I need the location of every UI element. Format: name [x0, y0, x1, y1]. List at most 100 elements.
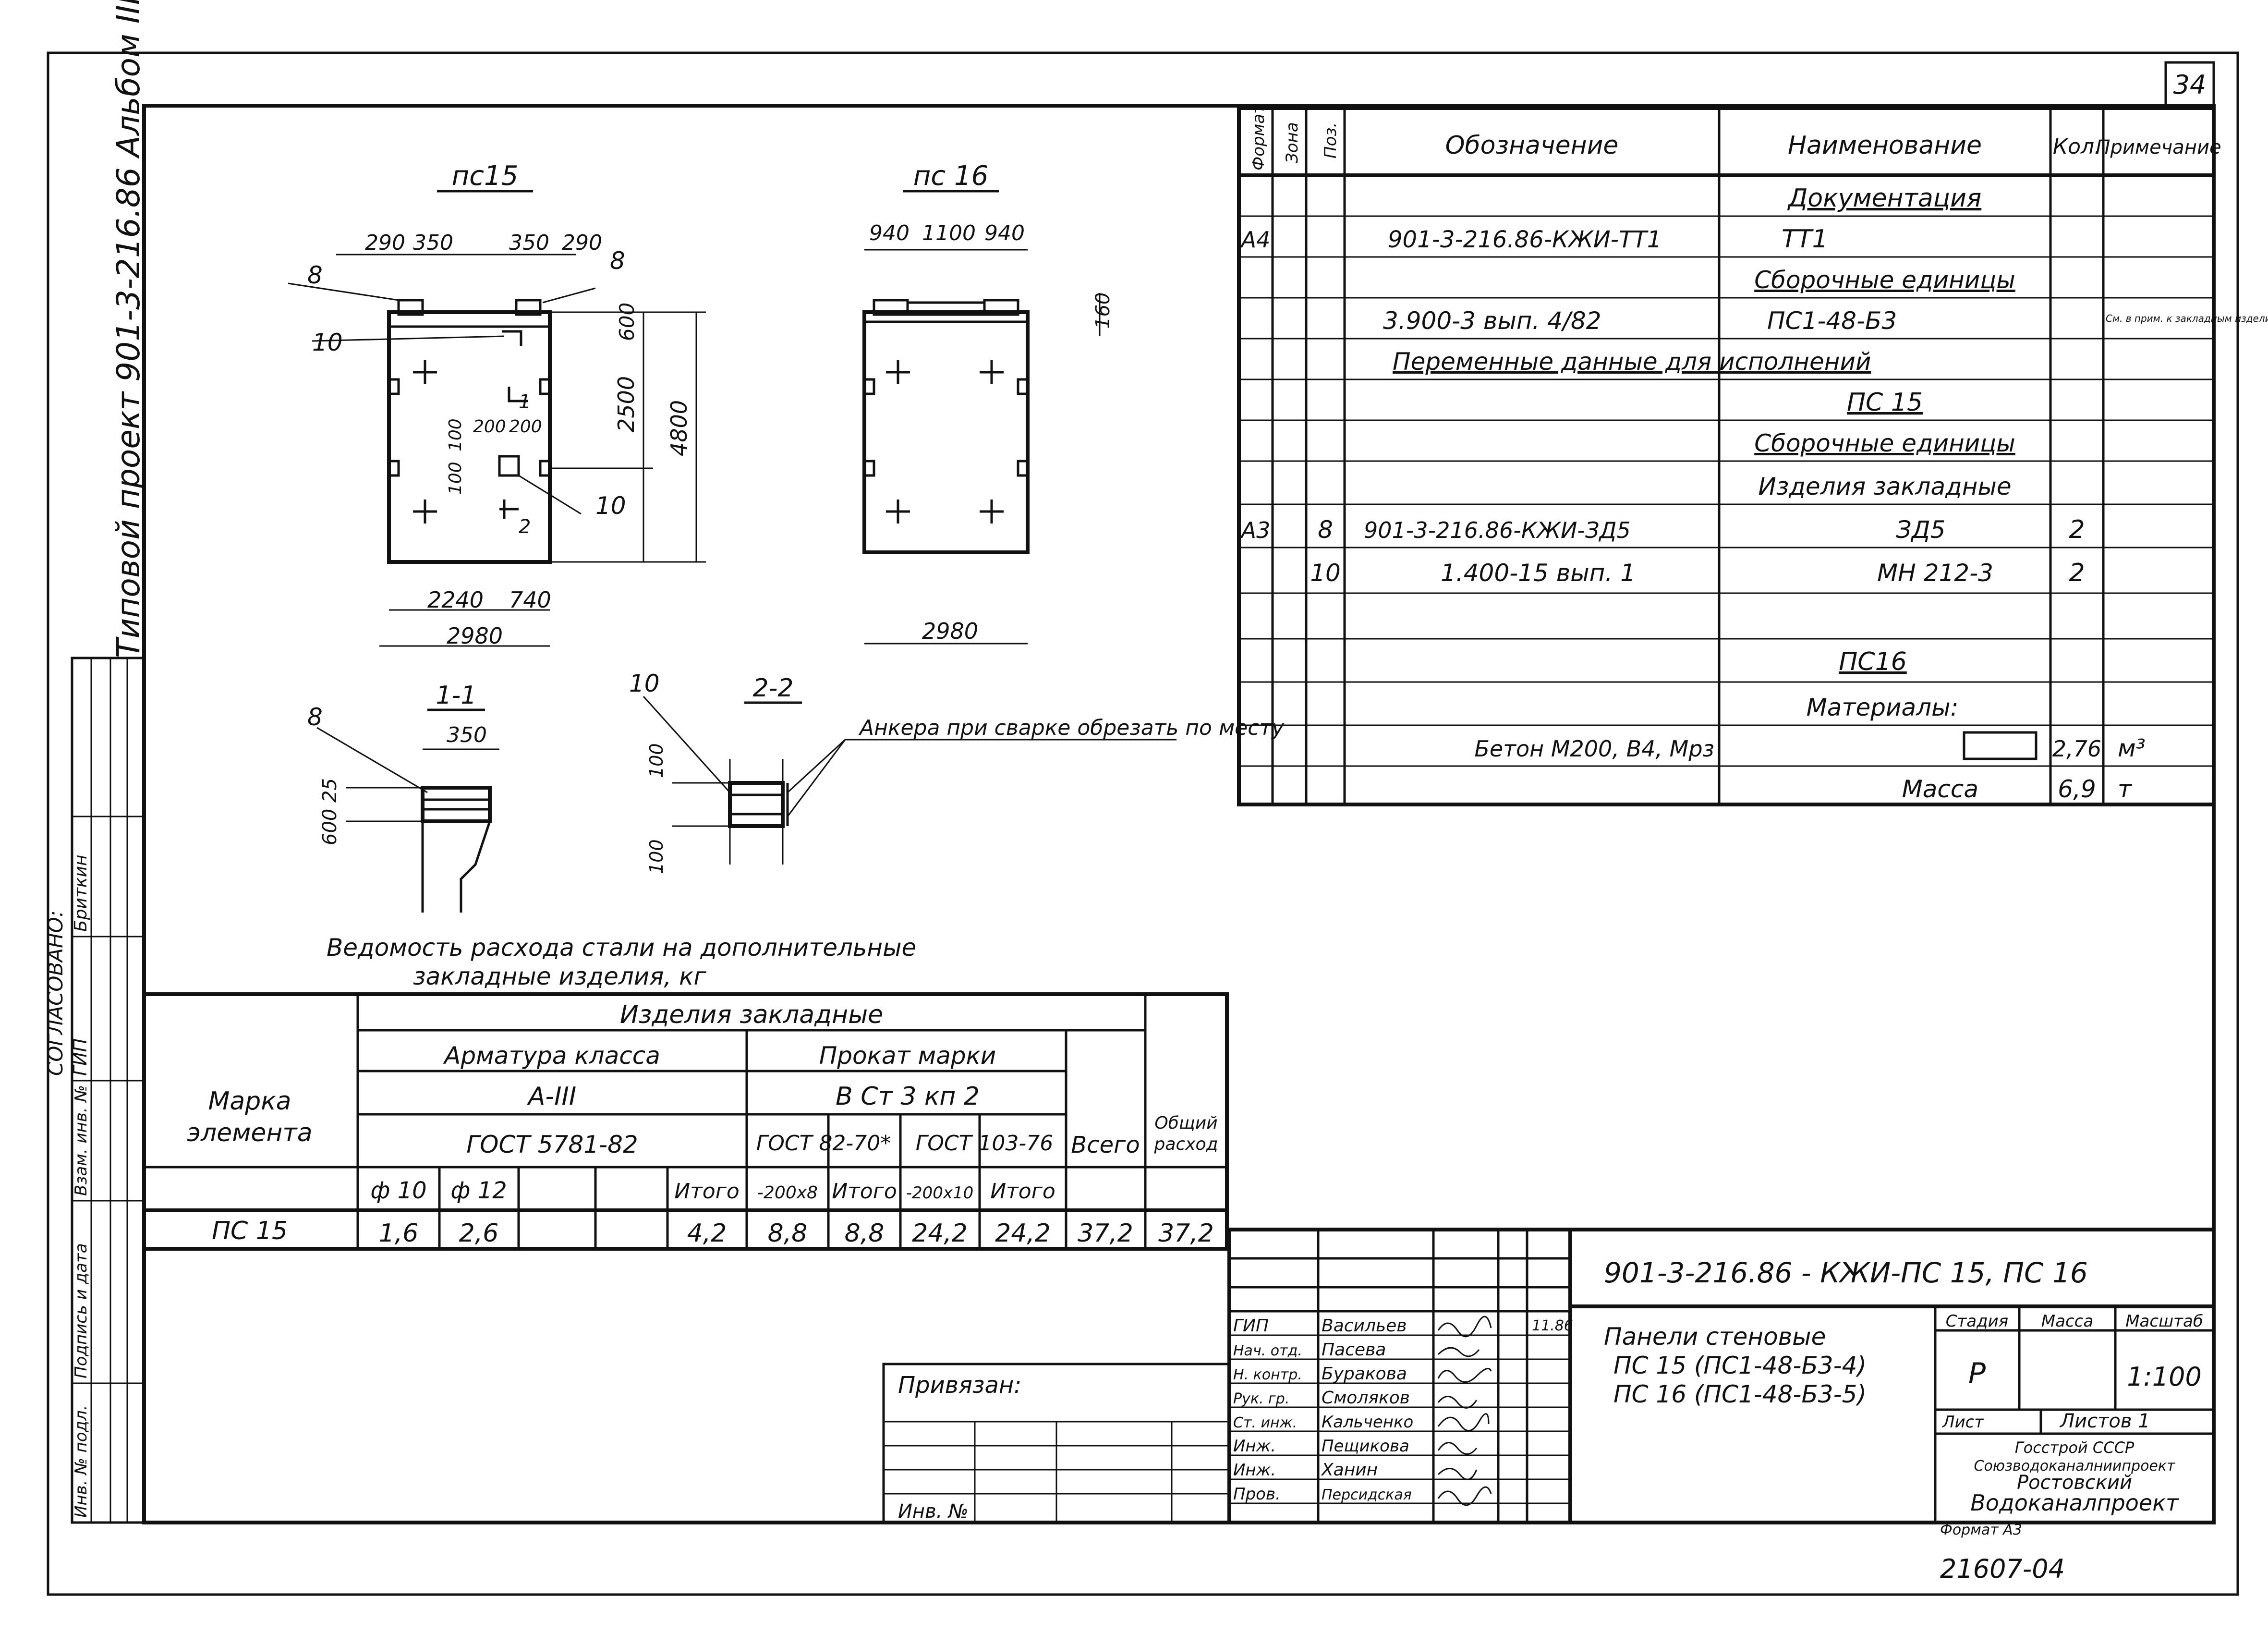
steel-header-200x10: -200х10	[906, 1183, 974, 1203]
spec-row-15-qty: 6,9	[2058, 775, 2096, 803]
ps15-dim-2240: 2240	[427, 587, 484, 613]
section-1-1-title: 1-1	[436, 681, 477, 710]
bottom-archive-number: 21607-04	[1940, 1554, 2065, 1584]
spec-row-12-name: ПС16	[1839, 647, 1907, 676]
side-project-title: Типовой проект 901-3-216.86 Альбом III	[110, 0, 147, 658]
side-gip-label: ГИП	[70, 1038, 91, 1076]
spec-row-1-name: Документация	[1787, 184, 1981, 213]
ps16-dim-1100: 1100	[922, 221, 976, 245]
signer-name-1: Васильев	[1322, 1316, 1407, 1336]
spec-row-5-designation: Переменные данные для исполнений	[1393, 348, 1871, 376]
signer-role-1: ГИП	[1233, 1316, 1269, 1336]
outer-border	[47, 51, 2239, 1596]
ps15-mark-10b: 10	[595, 492, 626, 520]
side-cell-inv: Инв. № подл.	[72, 1405, 91, 1518]
title-block-name-3: ПС 16 (ПС1-48-Б3-5)	[1613, 1380, 1867, 1408]
title-block: 901-3-216.86 - КЖИ-ПС 15, ПС 16 Панели с…	[1227, 1228, 2216, 1538]
ps16-title: пс 16	[913, 160, 988, 192]
steel-header-items: Изделия закладные	[620, 1000, 883, 1029]
title-block-scale: 1:100	[2127, 1362, 2202, 1392]
signer-name-5: Кальченко	[1322, 1413, 1413, 1432]
page-number-box	[2164, 61, 2215, 107]
section-1-1-dim-350: 350	[447, 723, 487, 747]
section-1-1-dim-600-25: 600 25	[319, 778, 341, 845]
steel-header-vst: В Ст 3 кп 2	[836, 1082, 980, 1111]
steel-row-general: 37,2	[1158, 1219, 1214, 1248]
steel-header-itogo3: Итого	[990, 1179, 1055, 1204]
specification-table: Формат Зона Поз. Обозначение Наименовани…	[1237, 104, 2268, 806]
title-block-sheet-label: Лист	[1941, 1413, 1984, 1432]
steel-row-mark: ПС 15	[212, 1217, 288, 1245]
signer-role-6: Инж.	[1233, 1437, 1276, 1456]
spec-row-15-note: т	[2118, 775, 2133, 803]
signer-name-8: Персидская	[1322, 1487, 1412, 1503]
steel-header-itogo1: Итого	[674, 1179, 740, 1204]
page-number: 34	[2173, 70, 2207, 100]
ps15-mark-8b: 8	[610, 247, 625, 275]
steel-row-itogo1: 4,2	[687, 1219, 727, 1248]
ps15-dim-290b: 290	[562, 231, 602, 255]
ps15-mark-8a: 8	[307, 261, 323, 289]
ps16-dim-940b: 940	[984, 221, 1025, 245]
signer-name-6: Пещикова	[1322, 1437, 1409, 1456]
steel-table-title-2: закладные изделия, кг	[413, 963, 706, 990]
spec-row-9-pos: 8	[1318, 516, 1333, 544]
spec-row-4-designation: 3.900-3 вып. 4/82	[1383, 307, 1601, 335]
spec-row-13-name: Материалы:	[1807, 694, 1959, 721]
spec-row-15-name: Масса	[1902, 775, 1978, 803]
spec-header-designation: Обозначение	[1445, 131, 1619, 160]
inner-frame	[142, 104, 2216, 1524]
ps16-dim-160: 160	[1092, 292, 1114, 329]
title-block-stage: Р	[1968, 1357, 1986, 1390]
signer-role-4: Рук. гр.	[1233, 1390, 1289, 1407]
title-block-name-1: Панели стеновые	[1604, 1323, 1826, 1351]
spec-row-14-qty: 2,76	[2052, 736, 2101, 762]
side-britkin-label: Бриткин	[71, 854, 91, 932]
spec-row-9-format: А3	[1240, 517, 1271, 543]
ps15-dim-2500: 2500	[613, 376, 639, 432]
spec-row-2-name: ТТ1	[1782, 225, 1828, 254]
title-block-format: Формат А3	[1940, 1522, 2022, 1538]
ps15-dim-290a: 290	[365, 231, 405, 255]
spec-header-pos: Поз.	[1321, 122, 1340, 158]
spec-header-note: Примечание	[2096, 136, 2221, 158]
ps15-drawing: пс15 290 350 350 290 8	[288, 160, 706, 649]
steel-header-prokat: Прокат марки	[819, 1042, 996, 1070]
signer-name-7: Ханин	[1321, 1460, 1378, 1480]
title-block-name-2: ПС 15 (ПС1-48-Б3-4)	[1613, 1352, 1867, 1379]
ps16-dim-940a: 940	[869, 221, 910, 245]
ps15-mark-10a: 10	[312, 329, 343, 356]
title-block-org-2: Союзводоканалниипроект	[1974, 1458, 2176, 1474]
signer-role-3: Н. контр.	[1233, 1366, 1302, 1383]
signer-role-8: Пров.	[1233, 1485, 1281, 1504]
spec-row-9-qty: 2	[2069, 515, 2085, 544]
section-2-2-dim-100a: 100	[646, 743, 667, 778]
steel-header-total: Всего	[1071, 1132, 1140, 1158]
section-note-anchors: Анкера при сварке обрезать по месту	[858, 716, 1285, 740]
steel-header-gost5781: ГОСТ 5781-82	[466, 1131, 638, 1158]
steel-row-itogo3: 24,2	[995, 1219, 1051, 1248]
title-block-stage-label: Стадия	[1946, 1312, 2008, 1331]
privyazan-label: Привязан:	[898, 1372, 1021, 1399]
ps15-dim-100b: 100	[446, 462, 465, 495]
signer-role-5: Ст. инж.	[1233, 1414, 1297, 1431]
signer-role-2: Нач. отд.	[1233, 1342, 1302, 1359]
steel-header-gost103: ГОСТ 103-76	[916, 1131, 1054, 1156]
spec-row-6-name: ПС 15	[1847, 388, 1923, 417]
title-block-mass-label: Масса	[2041, 1312, 2093, 1331]
ps15-cut-2: 2	[519, 516, 531, 538]
spec-row-14-name: Бетон М200, В4, Мрз	[1474, 736, 1714, 762]
ps15-dim-740: 740	[509, 587, 551, 613]
spec-row-4-note: См. в прим. к закладным изделиям	[2106, 313, 2268, 324]
spec-row-4-name: ПС1-48-Б3	[1767, 307, 1897, 335]
spec-header-qty: Кол.	[2053, 134, 2101, 159]
privyazan-box: Привязан: Инв. №	[882, 1363, 1231, 1524]
steel-row-200x10: 24,2	[912, 1219, 968, 1248]
steel-header-d10: ф 10	[370, 1177, 426, 1204]
spec-row-10-pos: 10	[1310, 559, 1341, 587]
ps15-dim-200b: 200	[509, 417, 542, 437]
spec-row-2-format: А4	[1240, 227, 1271, 253]
inv-no-label: Инв. №	[898, 1500, 969, 1523]
